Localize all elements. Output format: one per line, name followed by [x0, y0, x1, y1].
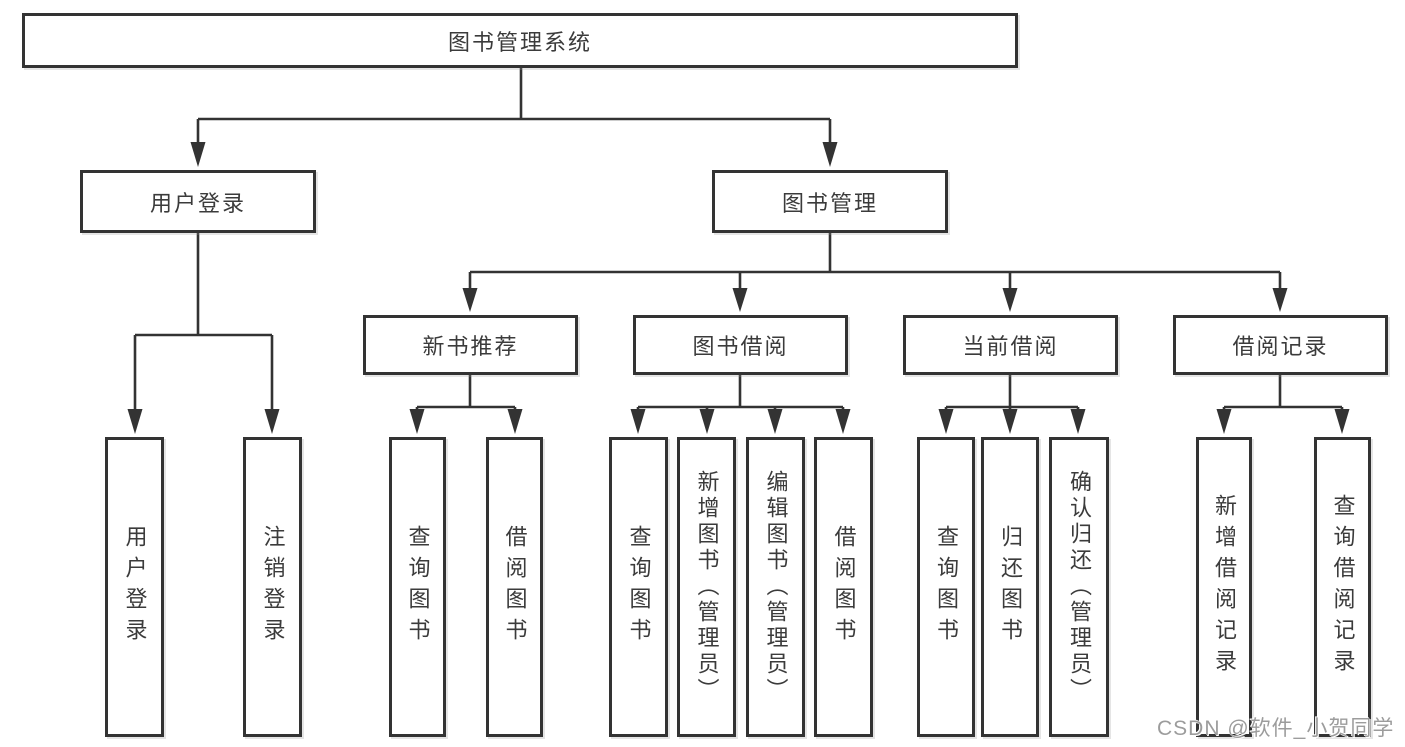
leaf-add-borrow-record: 新增借阅记录	[1196, 437, 1252, 737]
node-label: 借阅记录	[1232, 334, 1329, 359]
leaf-add-book-admin: 新增图书（管理员）	[677, 437, 736, 737]
arrowhead	[1216, 409, 1232, 434]
node-label: 查询借阅记录	[1330, 494, 1356, 680]
node-label: 注销登录	[260, 525, 286, 649]
node-new-book-recommendation: 新书推荐	[363, 315, 578, 375]
leaf-user-login: 用户登录	[105, 437, 164, 737]
node-label: 图书管理	[781, 190, 878, 216]
arrowhead	[822, 142, 838, 167]
node-label: 当前借阅	[962, 334, 1059, 359]
arrowhead	[1002, 288, 1018, 312]
node-library-management-system: 图书管理系统	[22, 13, 1018, 68]
leaf-borrow-books-recommend: 借阅图书	[486, 437, 543, 737]
node-label: 图书借阅	[692, 334, 789, 359]
watermark: CSDN @软件_小贺同学	[1157, 717, 1395, 740]
leaf-confirm-return-admin: 确认归还（管理员）	[1049, 437, 1109, 737]
node-label: 编辑图书（管理员）	[763, 470, 789, 704]
node-label: 图书管理系统	[447, 29, 592, 55]
leaf-query-books-current: 查询图书	[917, 437, 975, 737]
arrowhead	[1070, 409, 1086, 434]
arrowhead	[1002, 409, 1018, 434]
leaf-query-books-borrowing: 查询图书	[609, 437, 668, 737]
arrowhead	[462, 288, 478, 312]
leaf-logout: 注销登录	[243, 437, 302, 737]
node-current-borrowing: 当前借阅	[903, 315, 1118, 375]
arrowhead	[630, 409, 646, 434]
arrowhead	[835, 409, 851, 434]
node-label: 新书推荐	[422, 334, 519, 359]
arrowhead	[699, 409, 715, 434]
arrowhead	[127, 409, 143, 434]
node-book-management: 图书管理	[712, 170, 948, 233]
node-borrowing-records: 借阅记录	[1173, 315, 1388, 375]
arrowhead	[507, 409, 523, 434]
node-label: 用户登录	[149, 190, 246, 216]
arrowhead	[1334, 409, 1350, 434]
node-label: 确认归还（管理员）	[1067, 470, 1092, 704]
node-book-borrowing: 图书借阅	[633, 315, 848, 375]
leaf-query-borrow-record: 查询借阅记录	[1314, 437, 1371, 737]
arrowhead	[190, 142, 206, 167]
arrowhead	[264, 409, 280, 434]
node-label: 新增借阅记录	[1212, 494, 1237, 680]
node-label: 借阅图书	[831, 525, 857, 649]
node-label: 查询图书	[934, 525, 959, 649]
leaf-borrow-books-borrowing: 借阅图书	[814, 437, 873, 737]
arrowhead	[767, 409, 783, 434]
leaf-query-books-recommend: 查询图书	[389, 437, 446, 737]
leaf-edit-book-admin: 编辑图书（管理员）	[746, 437, 805, 737]
node-label: 借阅图书	[502, 525, 528, 649]
node-label: 查询图书	[626, 525, 652, 649]
node-label: 查询图书	[405, 525, 431, 649]
node-label: 用户登录	[122, 525, 148, 649]
arrowhead	[938, 409, 954, 434]
node-user-login: 用户登录	[80, 170, 316, 233]
arrowhead	[732, 288, 748, 312]
node-label: 归还图书	[998, 525, 1023, 649]
node-label: 新增图书（管理员）	[694, 470, 720, 704]
arrowhead	[1272, 288, 1288, 312]
arrowhead	[409, 409, 425, 434]
leaf-return-books: 归还图书	[981, 437, 1039, 737]
